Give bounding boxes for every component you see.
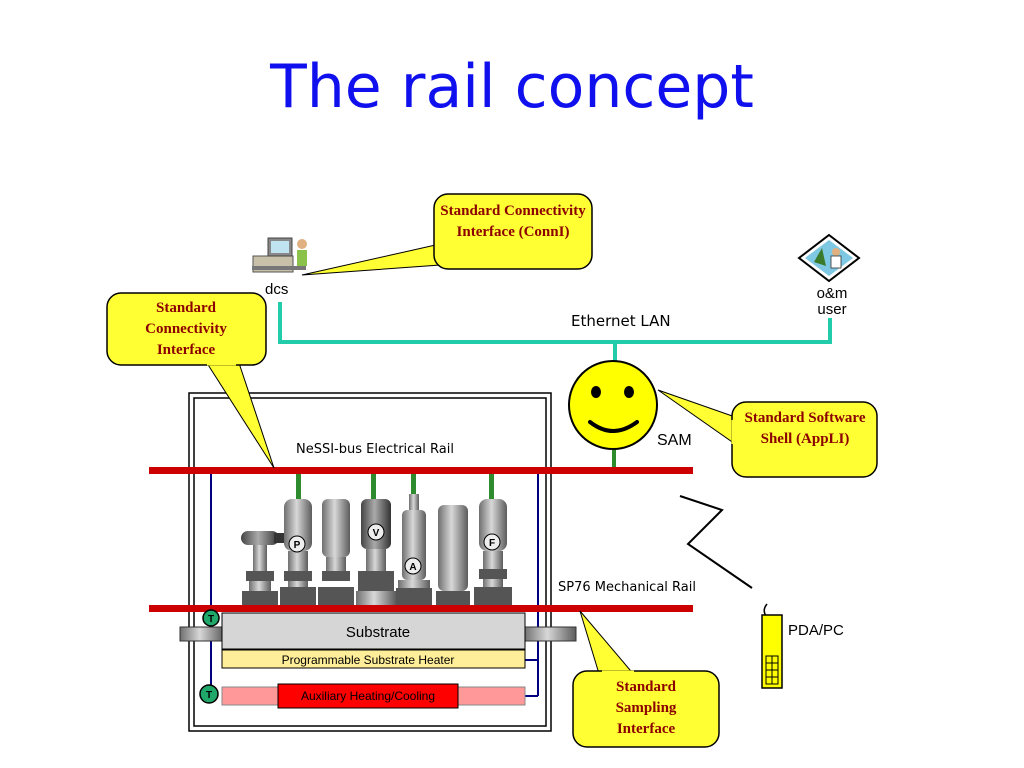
dcs-label: dcs — [265, 281, 289, 298]
mechanical-rail — [149, 605, 693, 612]
callout-connectivity — [106, 292, 275, 469]
electrical-rail — [149, 467, 693, 474]
callout-software-shell — [657, 389, 878, 478]
aux-block — [277, 683, 459, 709]
filter-cylinder-icon — [436, 505, 470, 605]
wireless-link-icon — [679, 495, 753, 589]
om-user-label: o&m user — [816, 285, 848, 318]
f-badge — [483, 533, 501, 551]
callout-connectivity-text: Standard Connectivity Interface — [145, 300, 227, 358]
heater-label: Programmable Substrate Heater — [282, 653, 455, 667]
dcs-workstation-icon — [252, 237, 307, 273]
manual-valve-icon — [241, 531, 284, 605]
mechanical-rail-label: SP76 Mechanical Rail — [558, 580, 696, 595]
a-badge-label: A — [409, 562, 416, 573]
t-badge-bottom-label: T — [206, 690, 212, 701]
enclosure-outer — [188, 392, 552, 732]
t-badge-top — [202, 609, 220, 627]
enclosure-inner — [193, 397, 547, 727]
v-badge-label: V — [373, 528, 380, 539]
f-component-icon — [474, 499, 512, 605]
page-title: The rail concept — [270, 52, 754, 122]
connector-2 — [371, 474, 376, 500]
f-badge-label: F — [489, 538, 495, 549]
sam-eye-right — [624, 386, 634, 398]
v-component-icon — [356, 499, 396, 605]
connector-1 — [296, 474, 301, 500]
ethernet-lan-label: Ethernet LAN — [571, 312, 671, 330]
aux-label: Auxiliary Heating/Cooling — [301, 689, 435, 703]
sam-smiley-icon — [568, 360, 658, 450]
a-component-icon — [396, 494, 432, 605]
v-badge — [367, 523, 385, 541]
pda-pc-label: PDA/PC — [788, 622, 844, 639]
substrate-pipe-left — [179, 626, 225, 642]
substrate-pipe-right — [523, 626, 577, 642]
pda-icon — [761, 603, 783, 689]
substrate-label: Substrate — [346, 624, 410, 641]
p-badge-label: P — [294, 540, 301, 551]
sam-label: SAM — [657, 432, 692, 449]
p-badge — [288, 535, 306, 553]
a-badge — [404, 557, 422, 575]
callout-sampling-text: Standard Sampling Interface — [615, 679, 677, 737]
valve-icon — [318, 499, 354, 605]
electrical-rail-label: NeSSI-bus Electrical Rail — [296, 442, 454, 457]
sam-eye-left — [591, 386, 601, 398]
callout-software-shell-text: Standard Software Shell (AppLI) — [744, 410, 866, 447]
callout-conni-text: Standard Connectivity Interface (ConnI) — [440, 203, 586, 240]
t-badge-bottom — [199, 684, 219, 704]
sam-mouth — [588, 420, 639, 433]
callout-conni — [301, 193, 593, 276]
t-badge-top-label: T — [208, 614, 214, 625]
om-user-icon — [797, 233, 861, 283]
connector-3 — [411, 474, 416, 494]
ethernet-lan-line — [278, 302, 832, 344]
substrate-block — [221, 612, 526, 650]
heater-block — [221, 649, 526, 669]
connector-4 — [489, 474, 494, 500]
callout-sampling — [572, 610, 720, 748]
